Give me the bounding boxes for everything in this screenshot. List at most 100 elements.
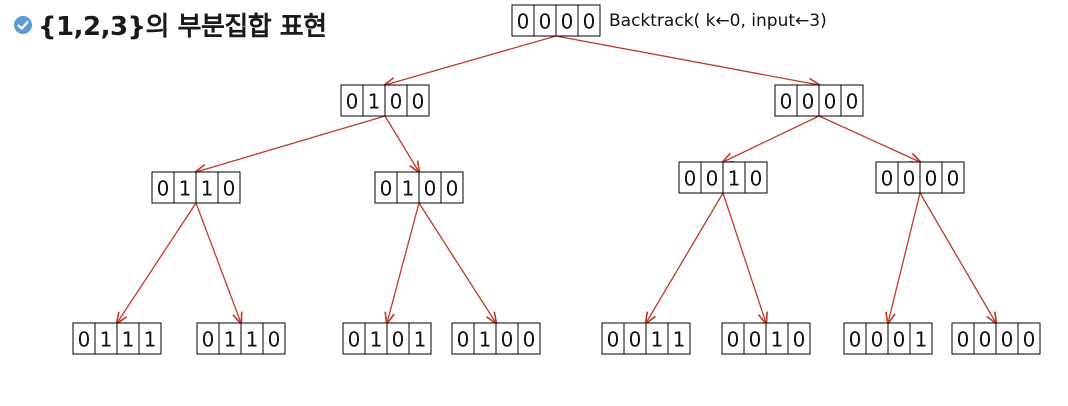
tree-edge xyxy=(384,115,419,172)
bit-cell xyxy=(840,84,864,117)
bit-value: 0 xyxy=(446,177,459,201)
bit-value: 1 xyxy=(201,177,214,201)
bit-value: 0 xyxy=(523,328,536,352)
bit-value: 0 xyxy=(947,167,960,191)
bit-value: 1 xyxy=(368,90,381,114)
bit-value: 1 xyxy=(479,328,492,352)
bit-value: 0 xyxy=(1001,328,1014,352)
bit-value: 0 xyxy=(749,328,762,352)
bit-value: 0 xyxy=(802,90,815,114)
bit-value: 0 xyxy=(501,328,514,352)
tree-edge xyxy=(195,202,241,323)
bit-value: 1 xyxy=(179,177,192,201)
root-call-label: Backtrack( k←0, input←3) xyxy=(609,11,827,31)
bit-value: 0 xyxy=(268,328,281,352)
check-circle-icon xyxy=(14,15,32,34)
tree-edge xyxy=(555,35,819,85)
tree-edge xyxy=(196,115,386,172)
bit-value: 0 xyxy=(412,90,425,114)
bit-cell xyxy=(744,161,768,194)
bit-value: 0 xyxy=(202,328,215,352)
bit-cell xyxy=(1017,322,1041,355)
bit-value: 0 xyxy=(706,167,719,191)
bit-value: 0 xyxy=(957,328,970,352)
bit-value: 0 xyxy=(871,328,884,352)
bit-cell xyxy=(440,171,464,204)
tree-edge xyxy=(117,202,197,323)
bit-cell xyxy=(408,322,432,355)
title-block: {1,2,3}의 부분집합 표현 xyxy=(14,6,327,43)
bit-value: 1 xyxy=(915,328,928,352)
bit-value: 1 xyxy=(414,328,427,352)
tree-edge xyxy=(418,202,496,323)
bit-cell xyxy=(406,84,430,117)
bit-value: 0 xyxy=(629,328,642,352)
tree-edge xyxy=(387,202,420,323)
bit-cell xyxy=(517,322,541,355)
bit-value: 0 xyxy=(392,328,405,352)
bit-value: 1 xyxy=(651,328,664,352)
bit-value: 0 xyxy=(849,328,862,352)
tree-edge xyxy=(722,192,766,323)
bit-cell xyxy=(577,4,601,37)
bit-value: 0 xyxy=(424,177,437,201)
bit-value: 1 xyxy=(246,328,259,352)
tree-edge xyxy=(723,115,820,162)
tree-edge xyxy=(888,192,921,323)
bit-value: 0 xyxy=(561,10,574,34)
bit-value: 0 xyxy=(793,328,806,352)
edges-layer xyxy=(117,35,996,323)
bit-value: 0 xyxy=(846,90,859,114)
bit-cell xyxy=(941,161,965,194)
bit-value: 0 xyxy=(380,177,393,201)
bit-cell xyxy=(787,322,811,355)
bit-value: 0 xyxy=(390,90,403,114)
tree-edge xyxy=(818,115,920,162)
bit-value: 0 xyxy=(824,90,837,114)
bit-value: 0 xyxy=(78,328,91,352)
bit-value: 0 xyxy=(348,328,361,352)
bit-cell xyxy=(262,322,286,355)
bit-value: 0 xyxy=(903,167,916,191)
bit-value: 0 xyxy=(539,10,552,34)
bit-value: 0 xyxy=(223,177,236,201)
bit-value: 0 xyxy=(1023,328,1036,352)
bit-value: 0 xyxy=(607,328,620,352)
bit-value: 0 xyxy=(727,328,740,352)
bit-cell xyxy=(138,322,162,355)
bit-value: 1 xyxy=(144,328,157,352)
bit-value: 0 xyxy=(517,10,530,34)
bit-value: 1 xyxy=(370,328,383,352)
bit-value: 1 xyxy=(122,328,135,352)
bit-value: 0 xyxy=(583,10,596,34)
bit-value: 1 xyxy=(728,167,741,191)
tree-edge xyxy=(919,192,996,323)
page-title: {1,2,3}의 부분집합 표현 xyxy=(38,12,327,42)
bit-value: 0 xyxy=(925,167,938,191)
bit-cell xyxy=(667,322,691,355)
tree-edge xyxy=(646,192,724,323)
bit-value: 1 xyxy=(224,328,237,352)
bit-value: 1 xyxy=(771,328,784,352)
tree-edge xyxy=(385,35,557,85)
bit-value: 0 xyxy=(780,90,793,114)
bit-value: 0 xyxy=(881,167,894,191)
bit-value: 1 xyxy=(100,328,113,352)
bit-cell xyxy=(217,171,241,204)
